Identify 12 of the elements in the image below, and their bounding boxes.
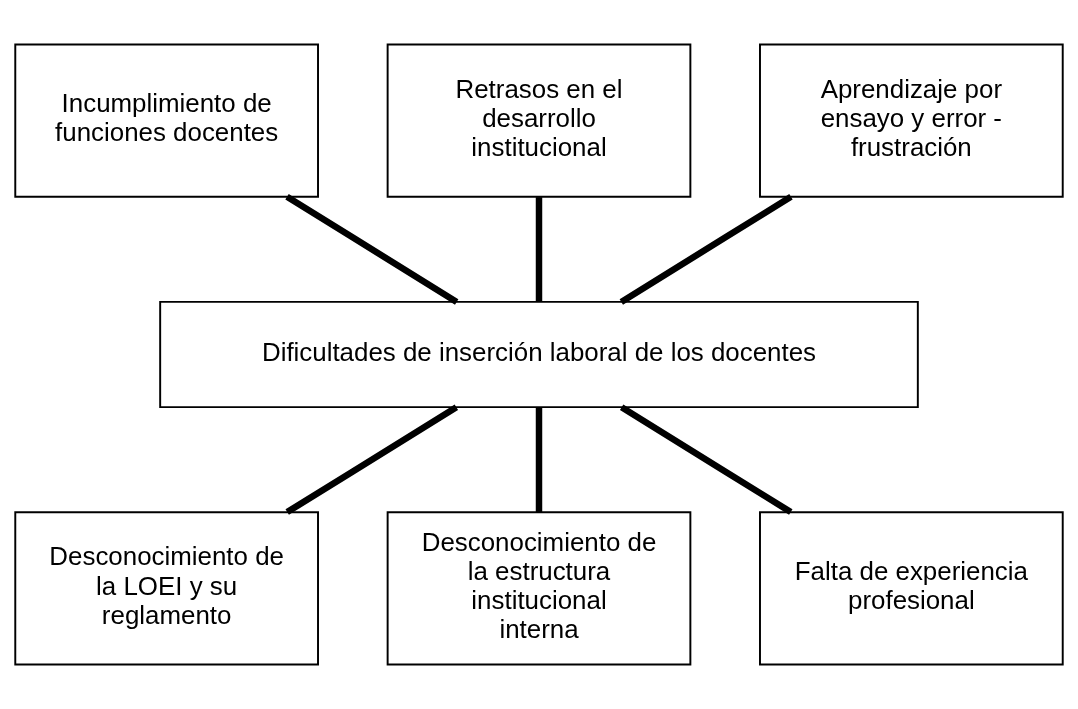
node-box: Dificultades de inserción laboral de los docentes — [159, 300, 919, 409]
connector — [285, 404, 459, 515]
connector — [619, 404, 793, 515]
node-box: Aprendizaje por ensayo y error - frustración — [759, 43, 1064, 198]
node-box: Falta de experiencia profesional — [759, 511, 1064, 666]
node-box: Retrasos en el desarrollo institucional — [386, 43, 692, 198]
connector — [619, 194, 793, 305]
node-box: Desconocimiento de la estructura institucional interna — [386, 511, 692, 666]
node-box: Incumplimiento de funciones docentes — [14, 43, 319, 198]
connector — [285, 194, 459, 305]
connector — [535, 407, 543, 513]
node-box: Desconocimiento de la LOEI y su reglamento — [14, 511, 319, 666]
